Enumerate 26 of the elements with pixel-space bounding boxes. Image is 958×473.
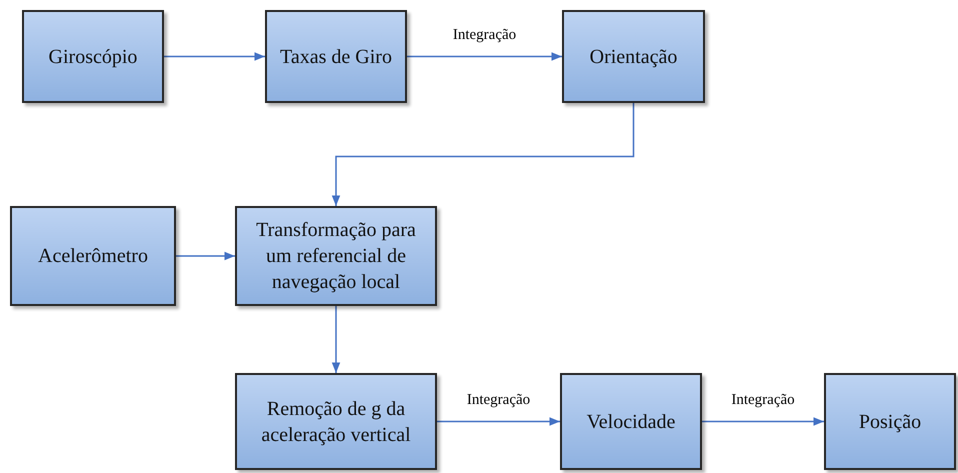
arrow xyxy=(332,306,340,373)
arrow xyxy=(407,52,562,61)
edge-label: Integração xyxy=(464,392,532,408)
arrow xyxy=(437,417,560,426)
edge-label: Integração xyxy=(450,26,518,44)
box-label: Acelerômetro xyxy=(37,244,149,269)
edge-label: Integração xyxy=(729,392,797,408)
arrow xyxy=(702,417,824,426)
box-label: Orientação xyxy=(588,44,678,70)
process-box xyxy=(22,10,164,103)
process-box xyxy=(265,10,407,103)
process-box xyxy=(10,206,176,306)
process-box xyxy=(235,373,437,470)
box-label: Taxas de Giro xyxy=(279,44,393,70)
box-label: Remoção de g da aceleração vertical xyxy=(260,396,412,448)
box-label: Giroscópio xyxy=(48,44,138,70)
process-box xyxy=(560,373,702,470)
arrow xyxy=(332,103,634,206)
box-label: Posição xyxy=(858,410,922,434)
process-box xyxy=(235,206,437,306)
box-label: Transformação para um referencial de navegação local xyxy=(255,218,417,295)
process-box xyxy=(824,373,956,470)
arrow xyxy=(176,252,235,260)
arrow xyxy=(164,52,265,61)
process-box xyxy=(562,10,705,103)
box-label: Velocidade xyxy=(586,410,676,434)
